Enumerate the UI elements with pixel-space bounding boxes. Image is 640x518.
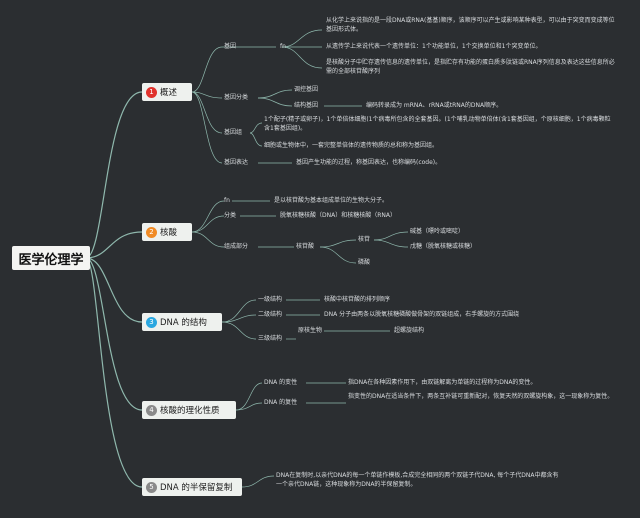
node-gene-classification[interactable]: 基因分类	[224, 94, 249, 101]
nucleic-acid-definition: 是以核苷酸为基本组成单位的生物大分子。	[274, 197, 389, 204]
node-structural-gene[interactable]: 结构基因	[294, 102, 319, 109]
renaturation-desc: 指变性的DNA在适当条件下，两条互补链可重新配对，恢复天然的双螺旋构象，这一现象…	[348, 393, 614, 400]
node-phosphate[interactable]: 磷酸	[358, 259, 371, 266]
number-badge: 2	[146, 226, 157, 238]
node-primary-structure[interactable]: 一级结构	[258, 296, 283, 303]
gene-expression-desc: 基因产生功能的过程，称基因表达，也称编码(code)。	[296, 159, 442, 166]
number-badge: 3	[146, 316, 157, 328]
node-dna-denaturation[interactable]: DNA 的变性	[264, 379, 298, 386]
supercoil-desc: 超螺旋结构	[394, 327, 425, 334]
topic-label: 概述	[160, 88, 178, 98]
node-gene[interactable]: 基因	[224, 43, 237, 50]
number-badge: 1	[146, 86, 157, 98]
node-components[interactable]: 组成部分	[224, 243, 249, 250]
genome-desc-1: 1个配子(精子或卵子)，1个单倍体细胞(1个病毒所包含的全套基因。(1个哺乳动物…	[264, 116, 611, 132]
node-nucleotide[interactable]: 核苷酸	[296, 243, 315, 250]
topic-physicochemical[interactable]: 4 核酸的理化性质	[142, 401, 236, 419]
denaturation-desc: 指DNA在各种因素作用下，由双链解离为单链的过程称为DNA的变性。	[348, 379, 537, 386]
node-nucleic-fn[interactable]: fn	[224, 197, 230, 204]
number-badge: 5	[146, 481, 157, 493]
topic-label: DNA 的结构	[160, 318, 207, 328]
node-secondary-structure[interactable]: 二级结构	[258, 311, 283, 318]
secondary-structure-desc: DNA 分子由两条以脱氧核糖磷酸做骨架的双链组成，右手螺旋的方式围绕	[324, 311, 520, 318]
node-pentose[interactable]: 戊糖（脱氧核糖或核糖）	[410, 243, 477, 250]
node-nucleic-classification[interactable]: 分类	[224, 212, 237, 219]
gene-definition-genetic: 从遗传学上来说代表一个遗传单位：1个功能单位，1个交换单位和1个突变单位。	[326, 43, 542, 50]
node-base[interactable]: 碱基（嘌呤或嘧啶）	[410, 228, 465, 235]
primary-structure-desc: 核酸中核苷酸的排列顺序	[324, 296, 391, 303]
node-nucleoside[interactable]: 核苷	[358, 236, 371, 243]
node-prokaryote[interactable]: 原核生物	[298, 327, 323, 334]
root-node[interactable]: 医学伦理学	[12, 246, 90, 270]
number-badge: 4	[146, 404, 157, 416]
node-regulatory-gene[interactable]: 调控基因	[294, 86, 319, 93]
topic-label: 核酸	[160, 228, 178, 238]
node-genome[interactable]: 基因组	[224, 129, 243, 136]
semiconservative-replication-desc: DNA在复制时,以亲代DNA的每一个单链作模板,合成完全相同的两个双链子代DNA…	[276, 472, 559, 488]
topic-overview[interactable]: 1 概述	[142, 83, 192, 101]
node-tertiary-structure[interactable]: 三级结构	[258, 335, 283, 342]
gene-definition-chemical: 从化学上来说指的是一段DNA或RNA(基基)顺序，该顺序可以产生或影响某种表型，…	[326, 17, 615, 33]
genome-desc-2: 细胞或生物体中，一套完整单倍体的遗传物质的总和称为基因组。	[264, 142, 439, 149]
topic-nucleic-acid[interactable]: 2 核酸	[142, 223, 192, 241]
node-gene-fn[interactable]: fn	[280, 43, 286, 50]
topic-semiconservative-replication[interactable]: 5 DNA 的半保留复制	[142, 478, 242, 496]
gene-definition-nucleic: 是核酸分子中贮存遗传信息的遗传单位，是指贮存有功能的蛋白质多肽链或RNA序列信息…	[326, 59, 615, 75]
structural-gene-desc: 编码转录成为 mRNA、rRNA或tRNA的DNA顺序。	[366, 102, 503, 109]
topic-label: 核酸的理化性质	[160, 406, 220, 416]
node-gene-expression[interactable]: 基因表达	[224, 159, 249, 166]
topic-label: DNA 的半保留复制	[160, 483, 233, 493]
node-dna-renaturation[interactable]: DNA 的复性	[264, 399, 298, 406]
topic-dna-structure[interactable]: 3 DNA 的结构	[142, 313, 222, 331]
nucleic-acid-types: 脱氧核糖核酸（DNA）和核糖核酸（RNA）	[280, 212, 396, 219]
